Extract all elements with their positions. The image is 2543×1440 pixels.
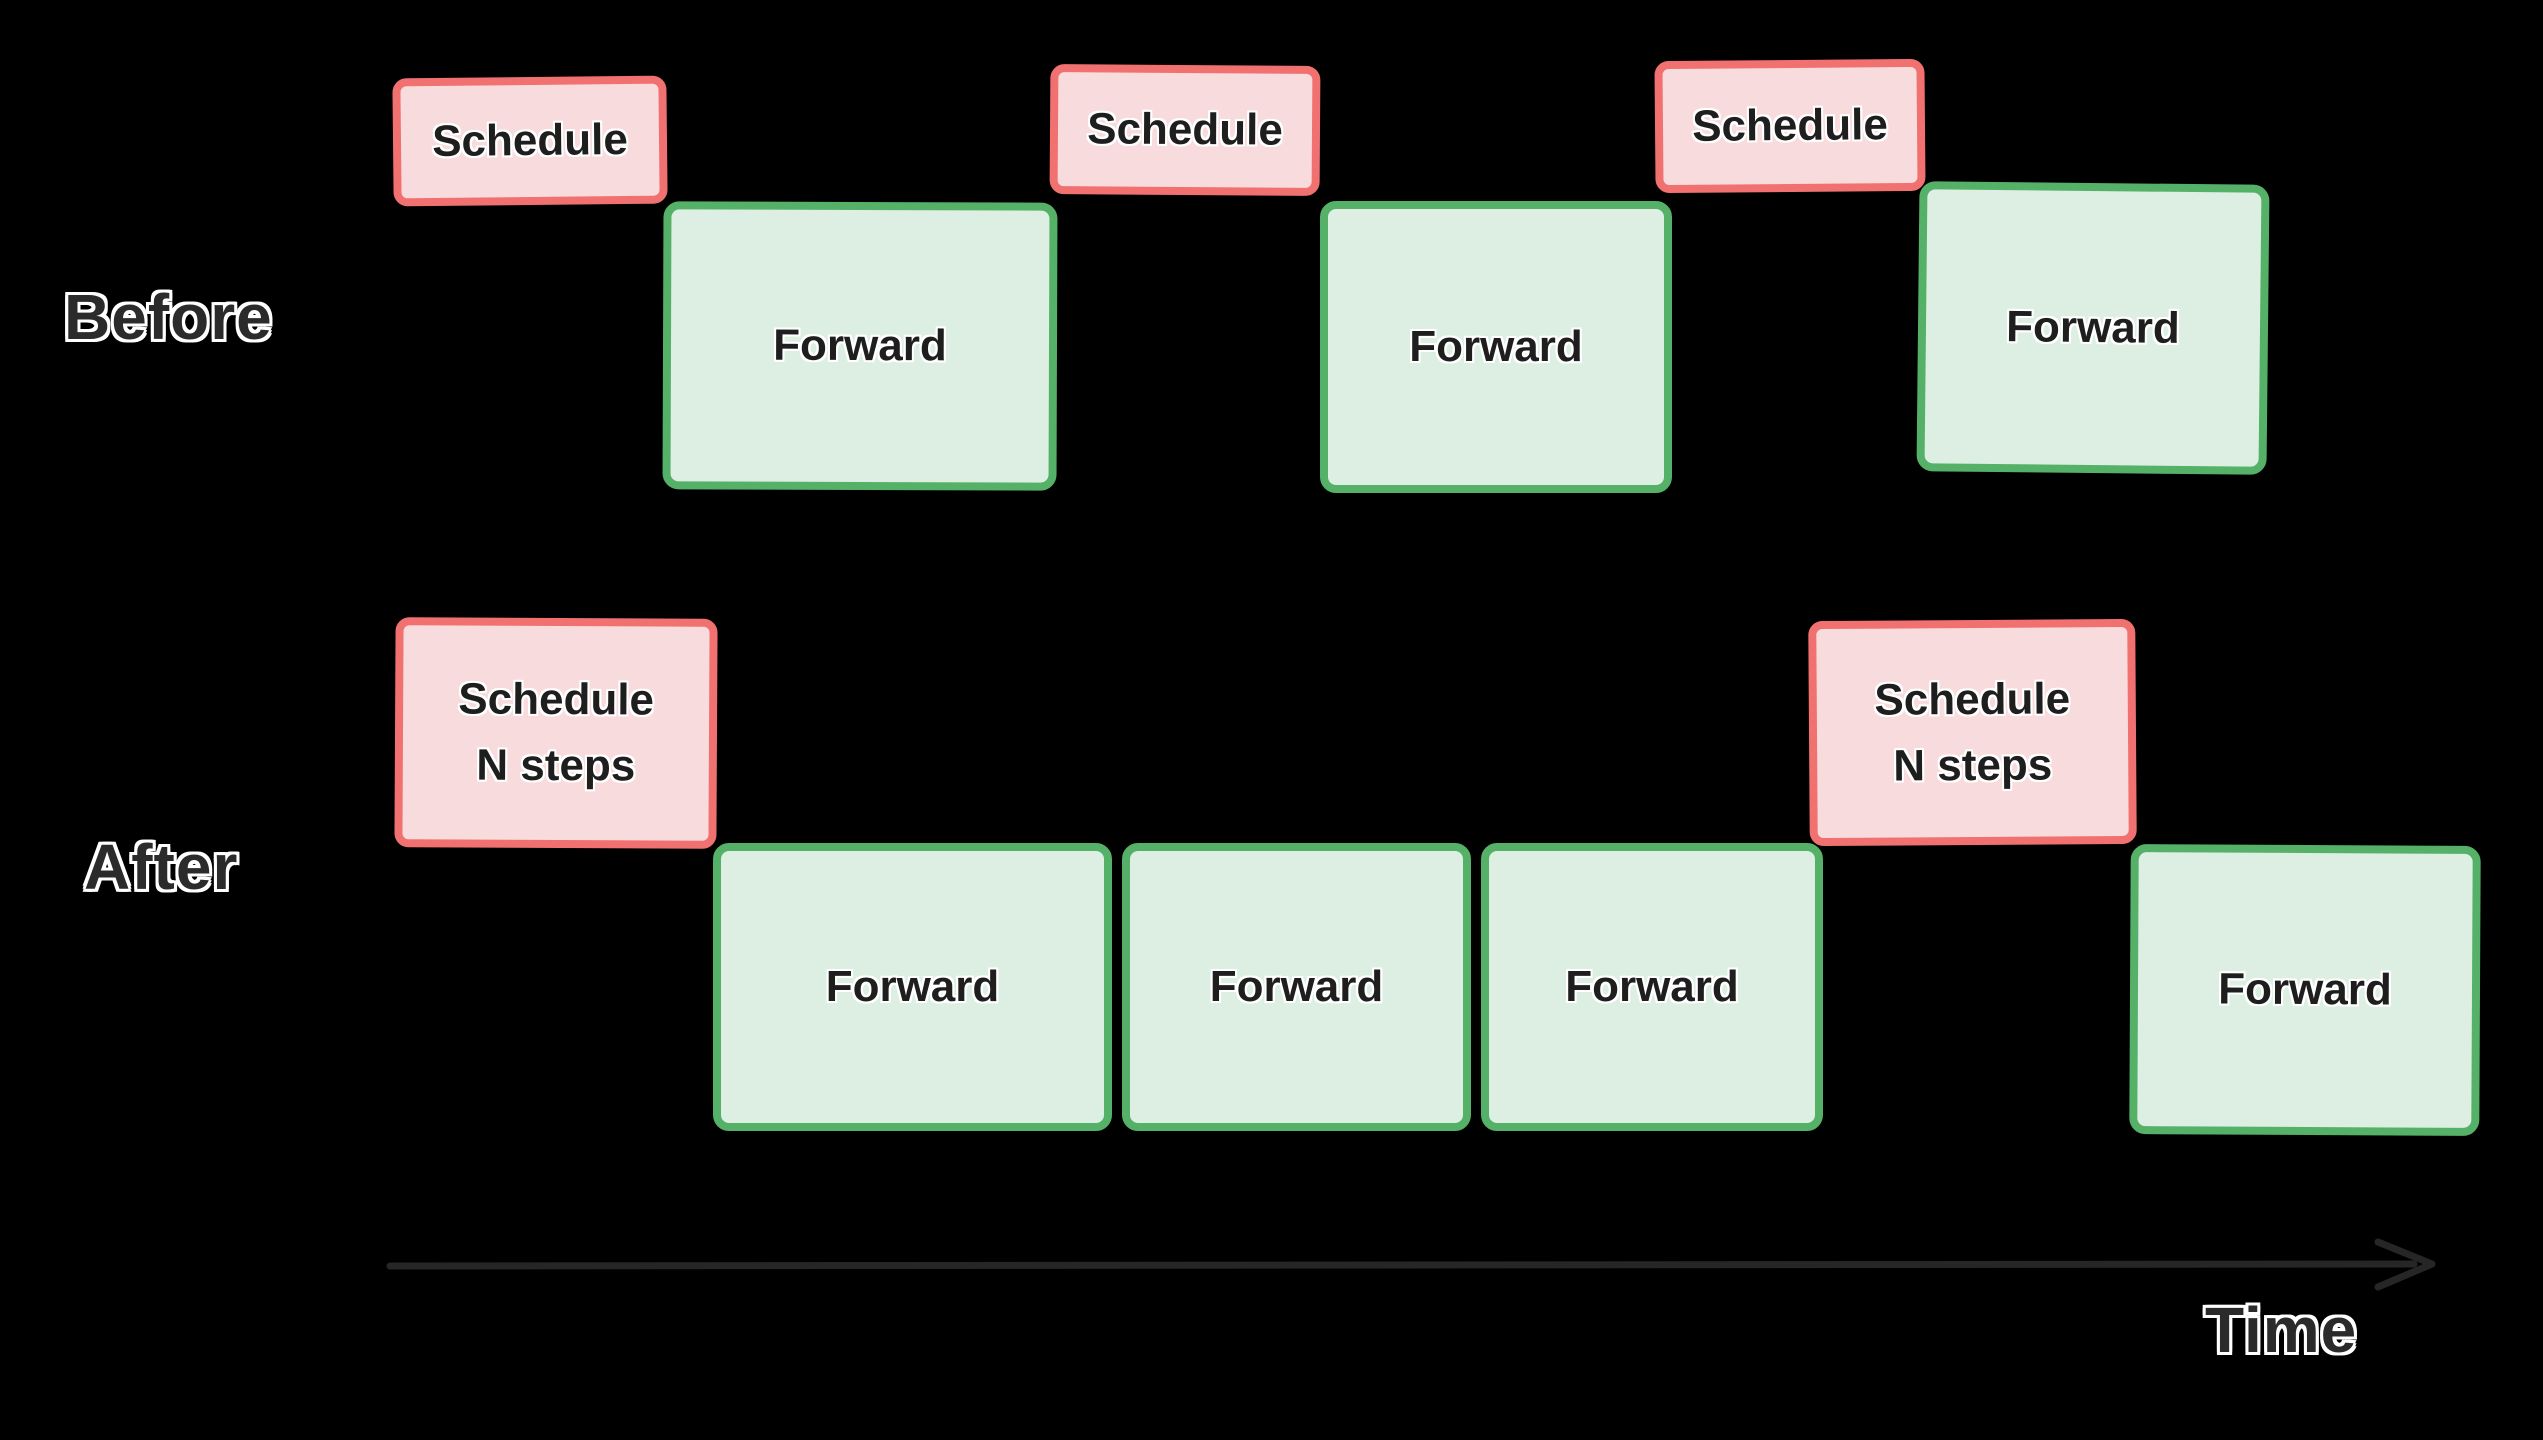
before-schedule-box-2-label: Schedule xyxy=(1087,104,1283,155)
before-forward-box-1-label: Forward xyxy=(773,320,947,371)
after-schedule-n-steps-box-2-line1: Schedule xyxy=(1874,673,2071,725)
after-forward-box-2: Forward xyxy=(1122,843,1471,1131)
before-schedule-box-1: Schedule xyxy=(392,75,668,207)
time-axis-label: Time xyxy=(2205,1294,2358,1366)
before-row-label: Before xyxy=(64,281,273,353)
before-forward-box-2-label: Forward xyxy=(1409,322,1583,371)
after-schedule-n-steps-box-2: Schedule N steps xyxy=(1808,618,2137,847)
after-row-label: After xyxy=(84,831,239,903)
after-forward-box-4-label: Forward xyxy=(2218,964,2392,1015)
time-axis-line xyxy=(386,1260,2418,1270)
before-schedule-box-2: Schedule xyxy=(1049,64,1321,196)
before-forward-box-3-label: Forward xyxy=(2005,302,2181,353)
after-schedule-n-steps-box-1-line1: Schedule xyxy=(458,674,655,725)
after-forward-box-3: Forward xyxy=(1481,843,1823,1131)
after-schedule-n-steps-box-1: Schedule N steps xyxy=(394,617,718,849)
before-schedule-box-3: Schedule xyxy=(1654,58,1926,194)
after-forward-box-4: Forward xyxy=(2129,844,2481,1136)
before-forward-box-2: Forward xyxy=(1320,201,1672,493)
after-forward-box-2-label: Forward xyxy=(1209,962,1384,1011)
after-schedule-n-steps-box-1-line2: N steps xyxy=(476,740,636,791)
time-axis-arrowhead xyxy=(2374,1238,2436,1291)
after-forward-box-3-label: Forward xyxy=(1565,962,1739,1011)
before-forward-box-3: Forward xyxy=(1916,181,2270,475)
after-forward-box-1: Forward xyxy=(713,843,1112,1131)
after-schedule-n-steps-box-2-line2: N steps xyxy=(1893,739,2053,791)
before-schedule-box-1-label: Schedule xyxy=(431,114,629,167)
before-schedule-box-3-label: Schedule xyxy=(1691,100,1889,151)
before-forward-box-1: Forward xyxy=(662,201,1058,491)
after-forward-box-1-label: Forward xyxy=(825,962,1000,1011)
